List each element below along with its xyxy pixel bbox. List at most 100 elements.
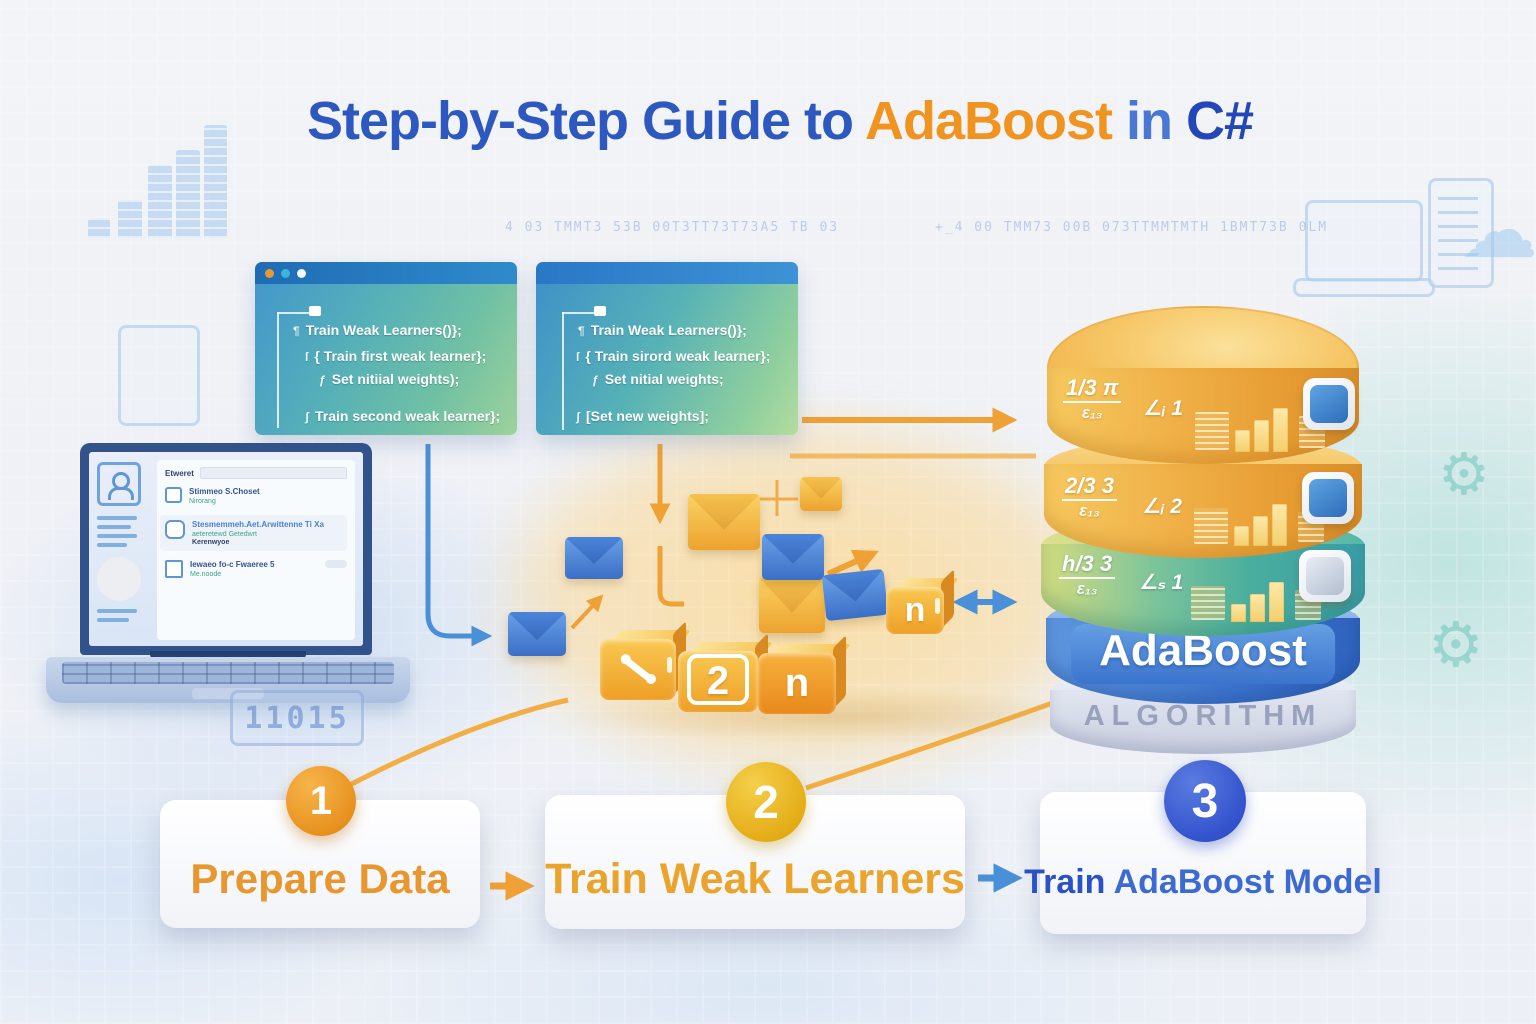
step-label: Prepare Data [190,855,450,902]
title-highlight: AdaBoost [864,91,1113,151]
code-line: [Set new weights]; [586,408,709,424]
curve-from-badge-2 [805,693,1073,791]
window-titlebar [536,262,798,284]
search-input[interactable] [199,467,347,479]
code-bracket-line [562,312,596,314]
orange-elbow-connector [657,546,684,607]
cube-n2-icon: n [758,635,851,714]
code-area: ¶Train Weak Learners()}; ſ{ Train sirord… [536,284,798,435]
gear-icon: ⚙ [1438,442,1490,507]
step-number-badge: 1 [286,766,356,836]
code-bracket-line [277,312,279,428]
small-button[interactable] [325,560,347,569]
code-line: Train Weak Learners()}; [590,322,747,338]
cloud-icon: ☁ [1460,186,1536,274]
db-tier-2: 2/3 3 ε₁₃ ∠ᵢ 2 [1044,464,1362,558]
code-glyph: ſ [305,350,309,364]
formula-denominator: ε₁₃ [1081,403,1103,423]
code-window-1: ¶Train Weak Learners()}; ſ{ Train first … [255,262,517,435]
list-item: Iewaeo fo-c Fwaeree 5 Me.noode [165,560,347,579]
item-link[interactable]: Stesmemmeh.Aet.Arwittenne Ti Xa [192,520,324,530]
step-label-strong: Train [1024,862,1106,901]
list-item: Stimmeo S.Choset Nirorang [165,487,347,506]
small-orange-arrow [570,594,604,630]
text-line [97,516,137,520]
envelope-icon [565,537,623,579]
cube-2-icon: 2 [678,633,773,712]
panel-header-text: Etweret [165,468,194,478]
code-line: Train Weak Learners()}; [305,322,462,338]
chart-bars-icon [118,200,142,238]
mini-bar-chart [1235,402,1288,452]
algorithm-label: ALGORITHM [1083,700,1323,732]
title-suffix: C# [1186,91,1254,151]
checkbox-icon[interactable] [165,560,183,579]
binary-badge: 11015 [230,690,364,746]
chart-bars-icon [176,150,200,238]
text-line [97,525,131,529]
curve-from-badge-1 [338,697,569,793]
faint-code-strip: 4 03 TMMT3 53B 00T3TT73T73A5 TB 03 [505,220,840,235]
list-item: Stesmemmeh.Aet.Arwittenne Ti Xa aeterete… [160,515,347,552]
formula-side: ∠ₛ 1 [1139,571,1184,594]
window-dot-icon [281,268,290,278]
laptop-screen: Etweret Stimmeo S.Choset Nirorang Stesme… [80,443,372,655]
step-number: 2 [753,776,779,828]
code-glyph: ¶ [578,324,585,338]
step-label: Train Weak Learners [545,854,965,903]
code-bracket-line [562,312,564,430]
gear-icon: ⚙ [1428,611,1484,680]
code-bracket-square [594,306,606,316]
laptop-base-outline-icon [1293,278,1435,297]
code-line: Set nitial weights; [604,371,724,387]
screen-panel: Etweret Stimmeo S.Choset Nirorang Stesme… [157,460,355,640]
link-glyph-icon [622,656,654,683]
cube-n-icon: n [886,569,959,634]
code-glyph: ʃ [305,410,309,424]
window-dot-icon [265,268,274,278]
text-line [97,609,137,613]
item-subtitle: Me.noode [190,571,222,579]
code-window-2: ¶Train Weak Learners()}; ſ{ Train sirord… [536,262,798,435]
code-glyph: ſ [576,350,580,364]
code-glyph: ¶ [293,324,300,338]
code-line: Train second weak learner}; [315,408,501,424]
code-line: Set nitiial weights); [331,371,460,387]
item-subtitle: aeteretewd Getedwrt [192,531,257,539]
title-prefix: Step-by-Step Guide to [306,91,854,151]
formula-numerator: 2/3 3 [1062,473,1117,502]
mini-bar-chart [1234,498,1287,546]
code-bracket-line [277,312,311,314]
formula-numerator: 1/3 π [1063,375,1122,404]
envelope-icon [688,494,760,550]
step-card-2: Train Weak Learners [545,795,965,929]
avatar [97,557,141,601]
data-stripes [1195,412,1229,450]
item-title: Stimmeo S.Choset [189,487,260,496]
data-stripes [1194,508,1228,544]
formula-numerator: h/3 3 [1059,551,1116,580]
step-label-rest: AdaBoost Model [1113,862,1382,901]
code-area: ¶Train Weak Learners()}; ſ{ Train first … [255,284,517,435]
code-glyph: ʃ [576,410,580,424]
db-tier-1: 1/3 π ε₁₃ ∠ᵢ 1 [1047,368,1359,464]
bubble-icon [165,520,185,540]
window-titlebar [255,262,517,284]
page-title: Step-by-Step Guide to AdaBoost in C# [40,90,1520,152]
laptop-outline-icon [1305,200,1423,282]
step-number: 3 [1191,774,1219,828]
keyboard [62,662,394,684]
item-subtitle: Nirorang [189,498,216,505]
db-tier-3: h/3 3 ε₁₃ ∠ₛ 1 [1041,544,1365,636]
envelope-icon [800,477,842,511]
envelope-icon [508,612,566,656]
code-bracket-square [309,306,321,316]
chat-icon [165,487,182,503]
cube-icon [1303,378,1355,430]
envelope-icon [762,534,824,580]
text-line [97,534,137,538]
item-title: Iewaeo fo-c Fwaeree 5 [190,560,275,570]
screen-sidebar [97,462,151,627]
formula-denominator: ε₁₃ [1079,501,1100,521]
